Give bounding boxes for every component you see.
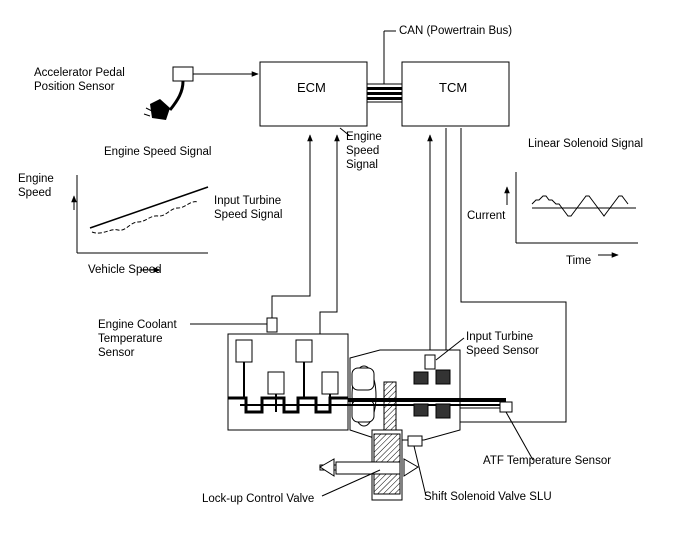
engine-speed-wire (271, 134, 313, 318)
lockup-leader (321, 469, 381, 497)
can-bus-label: CAN (Powertrain Bus) (399, 25, 513, 37)
engine-chart-ylabel-2: Speed (18, 187, 52, 199)
cylinder-3 (295, 339, 313, 363)
ecm-label: ECM (297, 80, 326, 95)
solenoid-chart-ylabel: Current (467, 210, 506, 222)
engine-speed-signal-v2: Speed (346, 145, 380, 157)
engine-speed-signal-v3: Signal (346, 159, 378, 171)
lockup-valve-label: Lock-up Control Valve (202, 493, 315, 505)
lockup-arrow-left (319, 458, 335, 477)
engine-speed-leader (339, 127, 351, 137)
solenoid-chart (504, 172, 638, 258)
engine-chart-series-2: Speed Signal (214, 209, 283, 221)
cylinder-1 (235, 339, 253, 363)
coolant-sensor-label-1: Engine Coolant (98, 319, 177, 331)
accelerator-pedal-sensor-icon (143, 66, 194, 120)
tcm-box (401, 61, 510, 127)
engine-chart-series-1: Input Turbine (214, 195, 282, 207)
atf-sensor-icon (499, 401, 513, 413)
engine-block-wire (319, 134, 340, 335)
crankshaft (228, 396, 348, 414)
engine-chart-xlabel: Vehicle Speed (88, 264, 162, 276)
accelerator-sensor-label-2: Position Sensor (34, 81, 115, 93)
gear-stack (383, 381, 397, 435)
solenoid-wire (429, 128, 567, 425)
cylinder-4 (321, 371, 339, 395)
coolant-sensor-icon (266, 317, 278, 333)
input-turbine-sensor-label-1: Input Turbine (466, 331, 534, 343)
ecm-box (259, 61, 368, 127)
input-turbine-line (91, 201, 199, 234)
accelerator-sensor-label-1: Accelerator Pedal (34, 67, 125, 79)
linear-solenoid-signal-label: Linear Solenoid Signal (528, 138, 644, 150)
coolant-sensor-label-2: Temperature (98, 333, 163, 345)
engine-speed-chart (71, 175, 209, 273)
engine-block (227, 333, 349, 431)
shift-solenoid-label: Shift Solenoid Valve SLU (424, 491, 552, 503)
input-turbine-sensor-icon (424, 354, 436, 370)
engine-speed-signal-v1: Engine (346, 131, 382, 143)
solenoid-current-wave (531, 195, 629, 217)
input-turbine-leader (435, 337, 465, 361)
transmission (240, 349, 513, 501)
engine-speed-line (89, 186, 209, 229)
tcm-label: TCM (439, 80, 468, 95)
lockup-arrow-right (403, 458, 419, 477)
can-bus-cable (366, 83, 403, 103)
atf-temp-sensor-label: ATF Temperature Sensor (483, 455, 612, 467)
coolant-sensor-label-3: Sensor (98, 347, 135, 359)
input-turbine-sensor-label-2: Speed Sensor (466, 345, 539, 357)
slu-solenoid-icon (407, 435, 423, 447)
engine-speed-signal-label: Engine Speed Signal (104, 146, 212, 158)
solenoid-chart-xlabel: Time (566, 255, 592, 267)
atf-leader (505, 411, 534, 461)
slu-leader (413, 445, 427, 497)
cylinder-2 (267, 371, 285, 395)
engine-chart-ylabel-1: Engine (18, 173, 54, 185)
